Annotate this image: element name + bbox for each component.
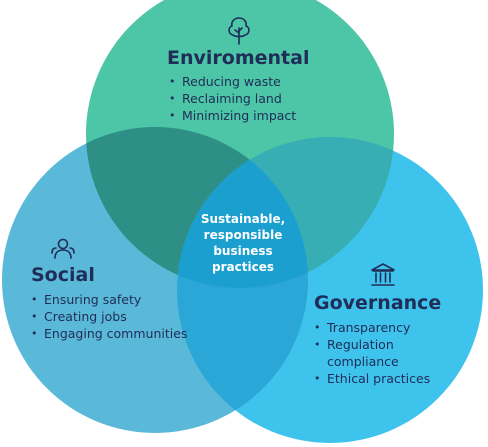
list-item: Minimizing impact xyxy=(169,107,319,124)
list-item: Reclaiming land xyxy=(169,90,319,107)
center-overlap xyxy=(177,137,308,288)
list-item: Regulation compliance xyxy=(314,336,446,370)
list-item: Transparency xyxy=(314,319,446,336)
list-item: Engaging communities xyxy=(31,325,196,342)
governance-list: Transparency Regulation compliance Ethic… xyxy=(314,319,446,387)
social-list: Ensuring safety Creating jobs Engaging c… xyxy=(31,291,196,342)
list-item: Ethical practices xyxy=(314,370,446,387)
environmental-list: Reducing waste Reclaiming land Minimizin… xyxy=(169,73,319,124)
list-item: Ensuring safety xyxy=(31,291,196,308)
list-item: Reducing waste xyxy=(169,73,319,90)
environmental-title: Enviromental xyxy=(167,47,310,69)
people-icon xyxy=(50,236,76,262)
bank-icon xyxy=(370,262,396,288)
social-title: Social xyxy=(31,264,95,286)
center-label: Sustainable, responsible business practi… xyxy=(200,212,286,274)
tree-icon xyxy=(226,16,252,46)
list-item: Creating jobs xyxy=(31,308,196,325)
governance-title: Governance xyxy=(314,292,442,314)
